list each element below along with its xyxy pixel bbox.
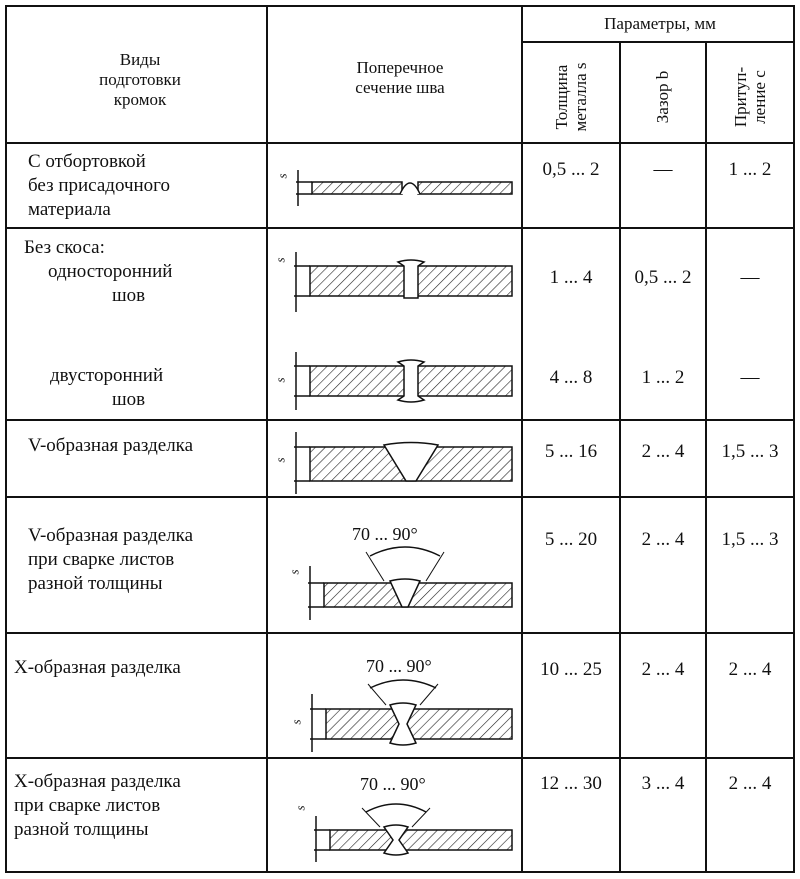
row-name-x-groove: X-образная разделка bbox=[14, 657, 181, 678]
row3-c: — bbox=[740, 367, 760, 388]
header-cross-section: Поперечное сечение шва bbox=[355, 58, 445, 97]
row5-c: 1,5 ... 3 bbox=[721, 529, 779, 550]
section-x-groove bbox=[310, 679, 513, 752]
s-label-7: s bbox=[292, 805, 308, 811]
row2-b: 0,5 ... 2 bbox=[634, 267, 692, 288]
s-label-4: s bbox=[272, 457, 288, 463]
s-label-6: s bbox=[288, 719, 304, 725]
row-name-two-sided: двусторонний шов bbox=[50, 365, 164, 410]
angle-label-7: 70 ... 90° bbox=[360, 774, 426, 794]
row2-s: 1 ... 4 bbox=[549, 267, 593, 288]
section-two-sided bbox=[294, 352, 513, 410]
s-label-5: s bbox=[286, 569, 302, 575]
row2-c: — bbox=[740, 267, 760, 288]
row6-c: 2 ... 4 bbox=[728, 659, 772, 680]
section-flanged bbox=[296, 170, 513, 206]
row7-c: 2 ... 4 bbox=[728, 773, 772, 794]
s-label-2: s bbox=[272, 257, 288, 263]
header-bluntness: Притуп- ление c bbox=[731, 66, 769, 128]
section-x-groove-different bbox=[314, 803, 513, 862]
s-label-1: s bbox=[274, 173, 290, 179]
angle-label-5: 70 ... 90° bbox=[352, 524, 418, 544]
row-name-no-bevel: Без скоса: односторонний шов bbox=[24, 237, 173, 306]
row6-s: 10 ... 25 bbox=[540, 659, 602, 680]
row7-s: 12 ... 30 bbox=[540, 773, 602, 794]
row3-s: 4 ... 8 bbox=[549, 367, 593, 388]
row4-c: 1,5 ... 3 bbox=[721, 441, 779, 462]
header-edge-types: Виды подготовки кромок bbox=[99, 50, 181, 109]
header-gap: Зазор b bbox=[653, 70, 672, 124]
row5-s: 5 ... 20 bbox=[544, 529, 598, 550]
row1-s: 0,5 ... 2 bbox=[542, 159, 600, 180]
angle-label-6: 70 ... 90° bbox=[366, 656, 432, 676]
row3-b: 1 ... 2 bbox=[641, 367, 685, 388]
row-name-v-groove: V-образная разделка bbox=[28, 435, 194, 456]
row5-b: 2 ... 4 bbox=[641, 529, 685, 550]
row1-b: — bbox=[653, 159, 673, 180]
row1-c: 1 ... 2 bbox=[728, 159, 772, 180]
section-one-sided bbox=[294, 252, 513, 312]
header-params: Параметры, мм bbox=[604, 14, 716, 33]
section-v-groove-different bbox=[308, 546, 513, 620]
s-label-3: s bbox=[272, 377, 288, 383]
row7-b: 3 ... 4 bbox=[641, 773, 685, 794]
row4-s: 5 ... 16 bbox=[544, 441, 598, 462]
row6-b: 2 ... 4 bbox=[641, 659, 685, 680]
header-thickness: Толщина металла s bbox=[552, 62, 590, 132]
section-v-groove bbox=[294, 432, 513, 494]
row4-b: 2 ... 4 bbox=[641, 441, 685, 462]
